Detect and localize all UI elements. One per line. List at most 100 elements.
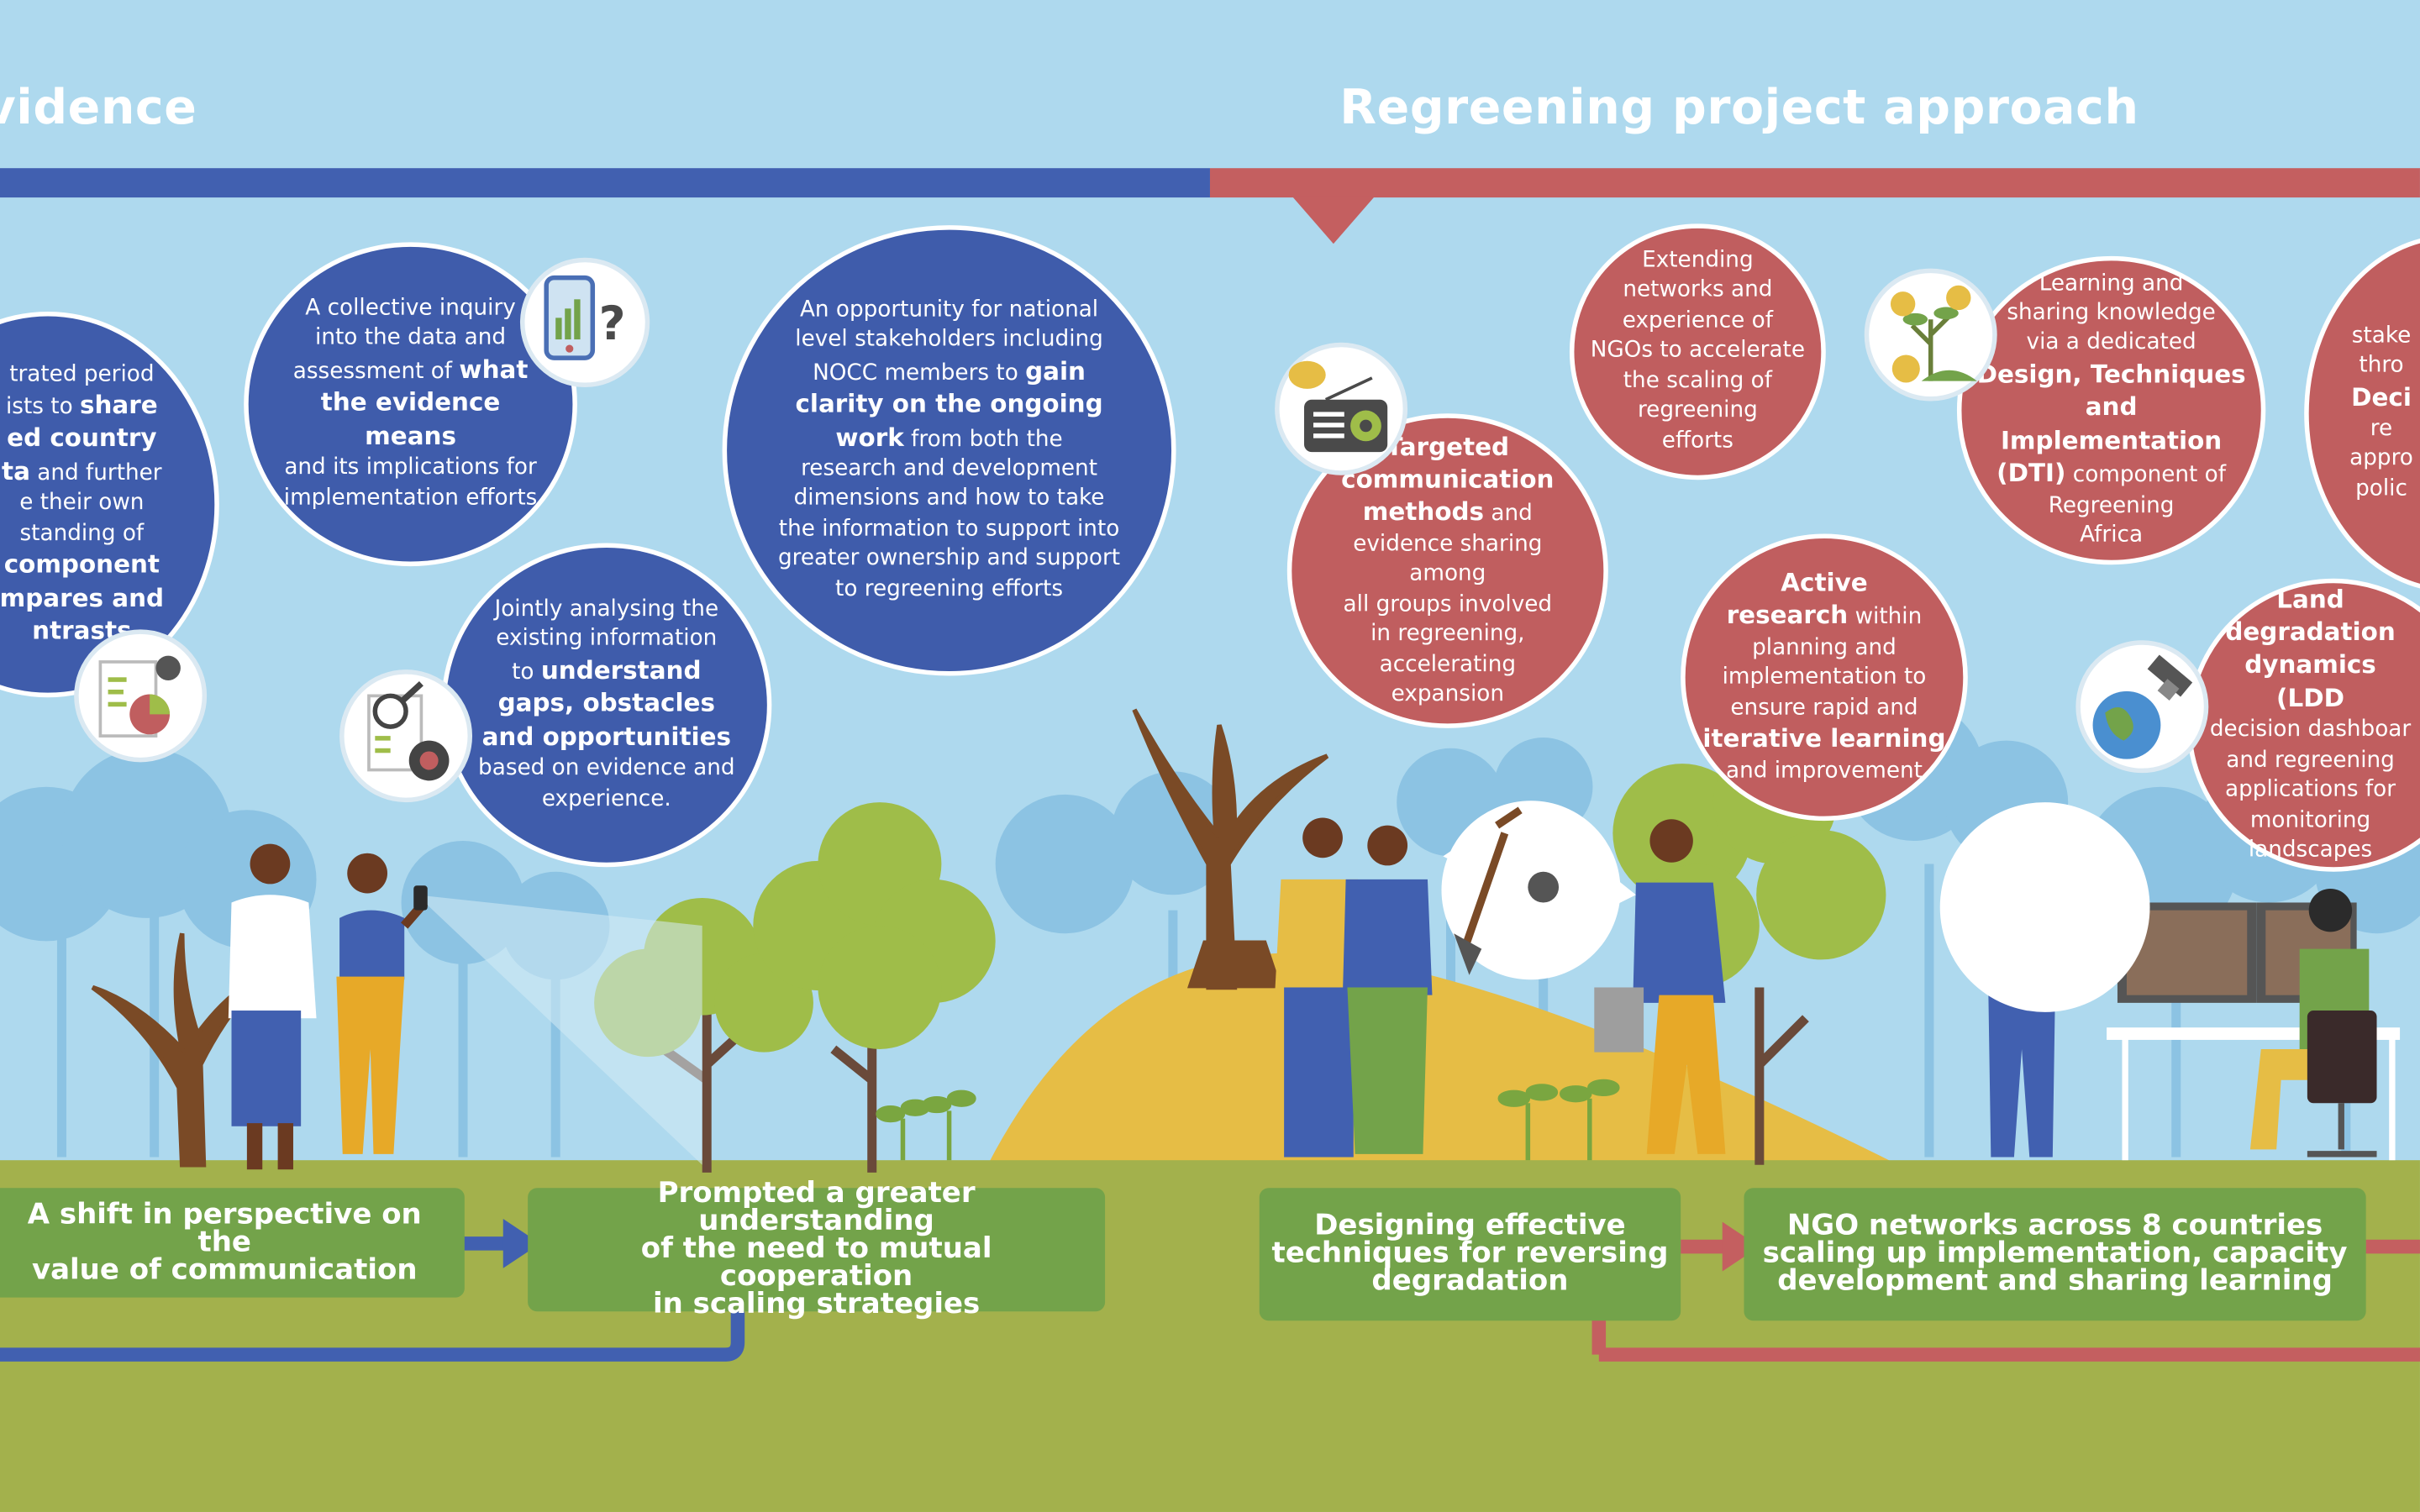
- bubble-text-bold: Targeted: [1386, 431, 1510, 461]
- label-line: in scaling strategies: [652, 1288, 981, 1321]
- bubble-text-part: NOCC members to: [813, 360, 1026, 386]
- person-white-shirt: [228, 843, 317, 1170]
- bubble-text-bold: the evidence means: [320, 387, 501, 450]
- lightbulb-icon: [1528, 871, 1560, 903]
- radio-icon: [1275, 342, 1408, 475]
- label-line: Prompted a greater understanding: [657, 1177, 976, 1238]
- label-line: value of communication: [31, 1253, 418, 1286]
- bubble-text-bold: and opportunities: [481, 722, 732, 751]
- label-line: A shift in perspective on the: [27, 1198, 422, 1258]
- bubble-text-part: Jointly analysing the: [494, 596, 719, 622]
- bubble-text-part: existing information: [496, 627, 718, 652]
- bubble-text-part: into the data and: [315, 326, 507, 351]
- bubble-text-part: ensure rapid and: [1730, 695, 1918, 721]
- bubble-text-part: the scaling of: [1623, 368, 1772, 393]
- bubble-text-bold: work: [835, 422, 904, 452]
- bubble-text-bold: Active: [1781, 568, 1868, 597]
- bubble-text-bold: ed country: [7, 423, 157, 454]
- bubble-text-bold: gaps, obstacles: [497, 688, 715, 718]
- bubble-text-bold: understand: [540, 655, 702, 685]
- label-line: development and sharing learning: [1777, 1265, 2333, 1298]
- bubble-text-part: trated period: [9, 362, 155, 387]
- bubble-text-part: accelerating: [1379, 652, 1517, 677]
- money-tree-icon: [1864, 268, 1997, 402]
- bubble-text-bold: share: [80, 390, 158, 420]
- bubble-text-part: assessment of: [292, 359, 460, 385]
- bubble-text-part: NGOs to accelerate: [1590, 338, 1806, 364]
- bubble-text-bold: what: [459, 354, 529, 385]
- bubble-text-bold: Land: [2276, 584, 2344, 614]
- bubble-text-part: Regreening: [2048, 492, 2175, 518]
- bubble-text-bold: dynamics (LDD: [2244, 650, 2376, 713]
- bubble-text-part: networks and: [1623, 278, 1773, 303]
- bubble-text-bold: ta: [2, 456, 30, 486]
- bubble-text-bold: degradation: [2225, 617, 2396, 647]
- report-pie-chart-icon: [74, 629, 208, 763]
- bubble-text-part: sharing knowledge: [2007, 301, 2216, 326]
- heading-regreening-approach: Regreening project approach: [1339, 80, 2139, 136]
- bubble-text-part: Africa: [2080, 522, 2144, 548]
- bubble-text-part: expansion: [1391, 681, 1504, 707]
- bubble-text-part: research and development: [801, 456, 1098, 482]
- label-line: degradation: [1371, 1265, 1569, 1298]
- bubble-text-part: polic: [2355, 476, 2407, 501]
- bubble-text-part: Extending: [1642, 248, 1754, 274]
- bubble-jointly-analysing: Jointly analysing the existing informatio…: [441, 543, 772, 868]
- bubble-text-part: and: [1484, 501, 1533, 528]
- bubble-text-part: based on evidence and: [478, 756, 735, 781]
- bubble-text-bold: communication: [1341, 464, 1555, 494]
- bubble-text-part: and improvement: [1726, 758, 1923, 784]
- smartphone-chart-icon: ?: [519, 257, 650, 388]
- bubble-text-part: appro: [2349, 446, 2413, 471]
- bubble-text-part: all groups involved: [1343, 591, 1553, 617]
- person-blue-shirt: [1342, 825, 1433, 1154]
- heading-evidence: vidence: [0, 80, 197, 136]
- bubble-text-part: dimensions and how to take: [793, 486, 1105, 512]
- bubble-text-part: experience.: [541, 785, 671, 811]
- bubble-text-part: to: [512, 659, 541, 685]
- bubble-text-part: An opportunity for national: [799, 297, 1099, 323]
- bubble-text-bold: and Implementation: [2000, 392, 2223, 455]
- bubble-text-part: regreening: [1637, 398, 1758, 423]
- bubble-text-part: thro: [2359, 353, 2404, 379]
- bubble-text-part: standing of: [19, 521, 145, 546]
- bubble-text-bold: (DTI): [1996, 458, 2066, 488]
- bubble-text-part: decision dashboar: [2209, 717, 2412, 743]
- bubble-text: Jointly analysing the existing informatio…: [478, 596, 734, 815]
- bubble-text-part: to regreening efforts: [835, 576, 1064, 601]
- bubble-text-bold: mpares and: [0, 582, 165, 612]
- bubble-text-part: and further: [29, 460, 162, 486]
- bubble-text-part: and its implications for: [284, 455, 537, 480]
- bubble-text-part: monitoring: [2249, 807, 2371, 832]
- desk-with-monitors: [2107, 888, 2401, 1161]
- bubble-text-part: implementation to: [1722, 665, 1927, 690]
- person-planting: [1594, 819, 1726, 1154]
- bubble-text-part: re: [2370, 416, 2393, 442]
- bubble-text-bold: component: [3, 549, 160, 579]
- bubble-text-part: Learning and: [2039, 270, 2184, 297]
- bubble-text-part: efforts: [1661, 428, 1733, 454]
- label-line: techniques for reversing: [1271, 1237, 1669, 1270]
- bubble-text-part: e their own: [19, 491, 145, 517]
- coin-icon: [1890, 291, 1916, 317]
